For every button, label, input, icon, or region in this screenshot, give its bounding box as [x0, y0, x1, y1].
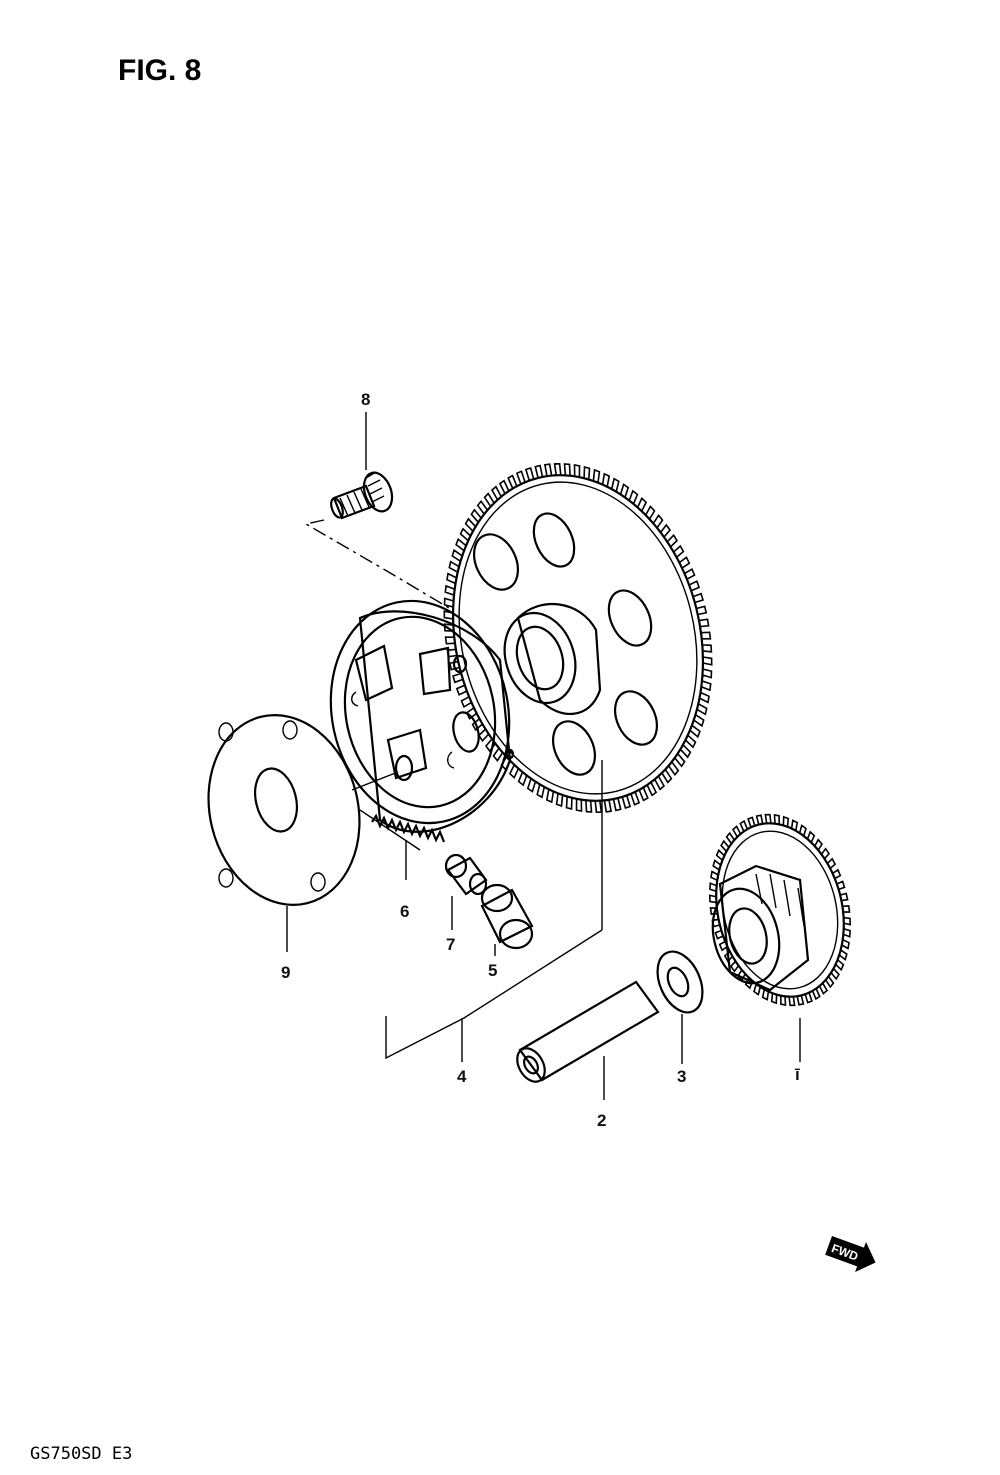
- fwd-arrow-icon: FWD: [825, 1236, 876, 1273]
- callout-4: 4: [457, 1067, 467, 1086]
- callout-6: 6: [400, 902, 409, 921]
- callout-7: 7: [446, 935, 455, 954]
- part-2-shaft: [516, 980, 660, 1100]
- part-8-bolt: [330, 412, 394, 520]
- part-6-spring: [371, 813, 446, 880]
- part-4-starter-gear: [443, 462, 713, 930]
- callout-1: ī: [794, 1065, 800, 1084]
- callout-5: 5: [488, 961, 497, 980]
- part-7-pin: [444, 853, 488, 930]
- part-3-washer: [656, 950, 704, 1064]
- callout-8: 8: [361, 390, 370, 409]
- callout-9: 9: [281, 963, 290, 982]
- part-9-plate: [207, 714, 361, 952]
- callout-2: 2: [597, 1111, 606, 1130]
- part-1-idle-gear: [708, 813, 852, 1062]
- part-5-roller: [480, 883, 534, 956]
- callout-3: 3: [677, 1067, 686, 1086]
- model-code: GS750SD E3: [30, 1444, 132, 1464]
- figure-title: FIG. 8: [118, 54, 201, 87]
- callout-labels: 8 6 7 5 9 4 3 2 ī: [281, 390, 800, 1130]
- gear-teeth: [443, 462, 713, 814]
